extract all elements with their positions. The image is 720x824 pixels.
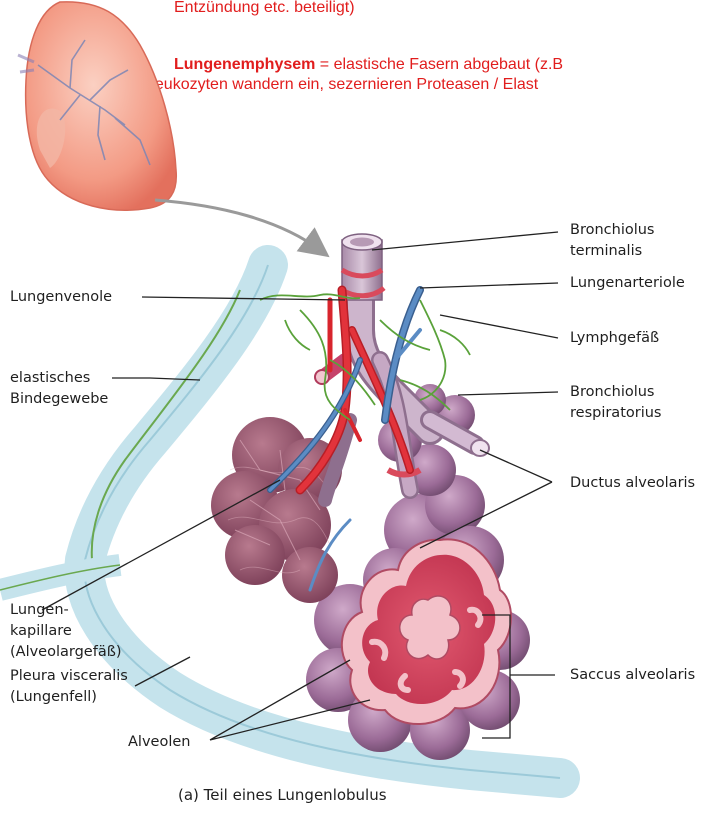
label-lymphgefaess: Lymphgefäß <box>570 328 659 349</box>
label-lungenkapillare: Lungen- kapillare (Alveolargefäß) <box>10 600 122 663</box>
label-elastisches-bindegewebe: elastisches Bindegewebe <box>10 368 108 410</box>
label-bronchiolus-respiratorius: Bronchiolus respiratorius <box>570 382 662 424</box>
label-lungenarteriole: Lungenarteriole <box>570 273 685 294</box>
label-bronchiolus-terminalis: Bronchiolus terminalis <box>570 220 655 262</box>
label-lungenvenole: Lungenvenole <box>10 287 112 308</box>
label-saccus-alveolaris: Saccus alveolaris <box>570 665 695 686</box>
capillary-cluster <box>211 417 342 603</box>
zoom-arrow <box>155 200 320 250</box>
lung-icon <box>18 2 176 210</box>
label-pleura-visceralis: Pleura visceralis (Lungenfell) <box>10 666 128 708</box>
figure-caption: (a) Teil eines Lungenlobulus <box>178 786 387 804</box>
label-alveolen: Alveolen <box>128 732 190 753</box>
label-ductus-alveolaris: Ductus alveolaris <box>570 473 695 494</box>
